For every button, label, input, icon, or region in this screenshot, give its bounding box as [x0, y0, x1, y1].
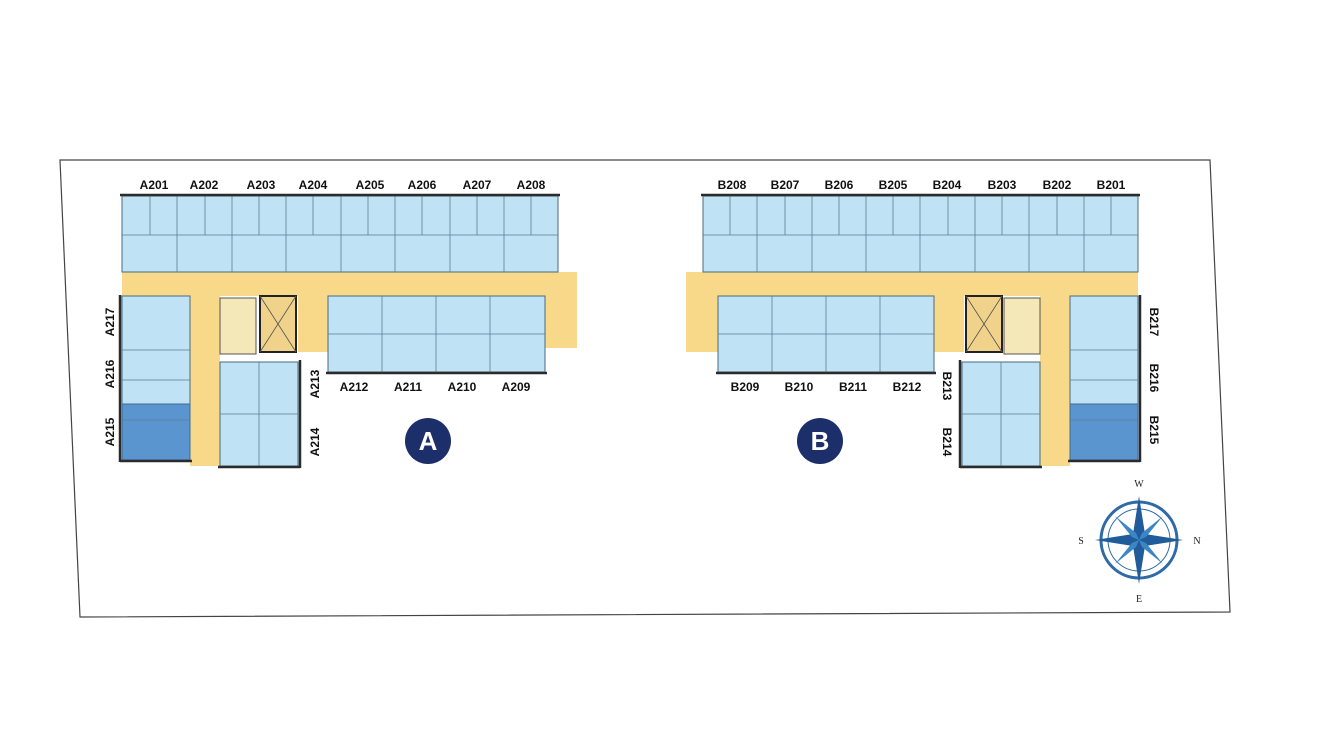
unit-label[interactable]: A216 [103, 359, 117, 388]
building-a-labels: A201 A202 A203 A204 A205 A206 A207 A208 … [103, 178, 546, 456]
unit-label[interactable]: A202 [190, 178, 219, 192]
compass-label-right: N [1193, 536, 1200, 547]
unit-label[interactable]: A213 [308, 369, 322, 398]
unit-label[interactable]: B206 [825, 178, 854, 192]
unit-label[interactable]: A212 [340, 380, 369, 394]
building-b [686, 193, 1142, 469]
compass-label-top: W [1134, 479, 1144, 490]
unit-label[interactable]: B203 [988, 178, 1017, 192]
unit-label[interactable]: B213 [940, 372, 954, 401]
unit-label[interactable]: B205 [879, 178, 908, 192]
unit-label[interactable]: A205 [356, 178, 385, 192]
unit-label[interactable]: A217 [103, 307, 117, 336]
unit-label[interactable]: B210 [785, 380, 814, 394]
building-label: B [811, 426, 830, 456]
building-label: A [419, 426, 438, 456]
unit-label[interactable]: B202 [1043, 178, 1072, 192]
unit-label[interactable]: B217 [1147, 308, 1161, 337]
unit-label[interactable]: A215 [103, 417, 117, 446]
unit-label[interactable]: A208 [517, 178, 546, 192]
unit-label[interactable]: B209 [731, 380, 760, 394]
compass-rose-icon: W N E S [1078, 479, 1200, 605]
building-b-labels: B208 B207 B206 B205 B204 B203 B202 B201 … [718, 178, 1161, 457]
unit-label[interactable]: A203 [247, 178, 276, 192]
unit-label[interactable]: B208 [718, 178, 747, 192]
unit-label[interactable]: A206 [408, 178, 437, 192]
unit-label[interactable]: B207 [771, 178, 800, 192]
unit-label[interactable]: B216 [1147, 364, 1161, 393]
building-a-badge: A [405, 418, 451, 464]
unit-label[interactable]: A211 [394, 380, 422, 394]
unit-label[interactable]: B212 [893, 380, 922, 394]
unit-label[interactable]: A209 [502, 380, 531, 394]
unit-label[interactable]: A210 [448, 380, 477, 394]
building-b-badge: B [797, 418, 843, 464]
unit-label[interactable]: B201 [1097, 178, 1126, 192]
unit-label[interactable]: A207 [463, 178, 492, 192]
unit-label[interactable]: B211 [839, 380, 867, 394]
unit-label[interactable]: A214 [308, 427, 322, 456]
building-a [118, 193, 577, 469]
compass-label-left: S [1078, 536, 1084, 547]
unit-label[interactable]: A201 [140, 178, 169, 192]
unit-label[interactable]: B204 [933, 178, 962, 192]
compass-label-bottom: E [1136, 594, 1142, 605]
unit-label[interactable]: A204 [299, 178, 328, 192]
unit-label[interactable]: B215 [1147, 416, 1161, 445]
unit-label[interactable]: B214 [940, 428, 954, 457]
